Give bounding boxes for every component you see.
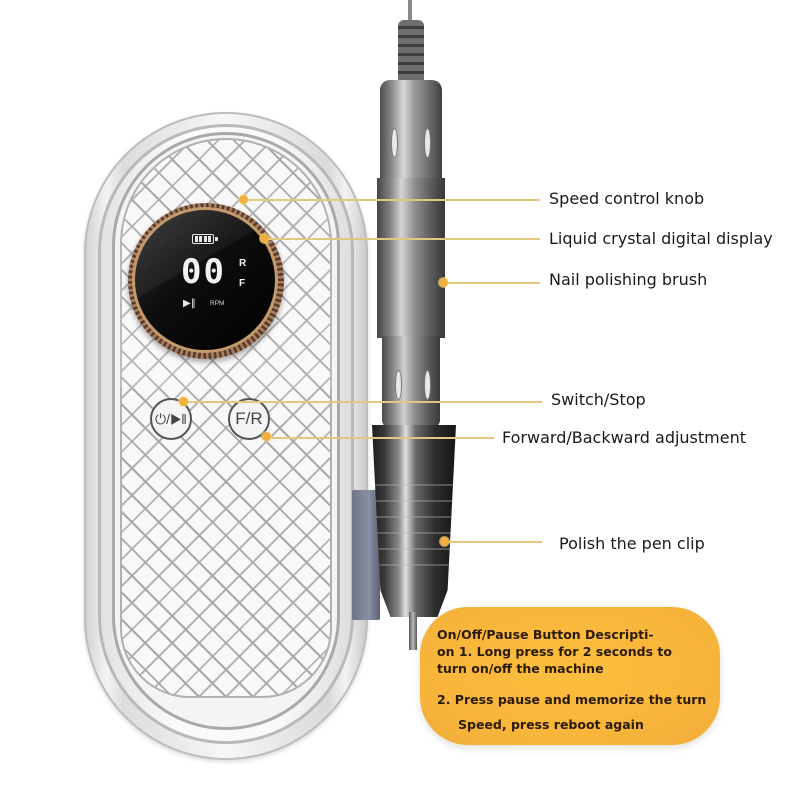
label-pen-clip: Polish the pen clip bbox=[559, 534, 705, 553]
button-description-box: On/Off/Pause Button Descripti- on 1. Lon… bbox=[420, 607, 720, 745]
label-nail-polishing-brush: Nail polishing brush bbox=[549, 270, 708, 289]
info-line-3: turn on/off the machine bbox=[437, 661, 604, 676]
power-play-pause-icon: ⏻/▶‖ bbox=[155, 410, 187, 427]
nail-polishing-brush bbox=[377, 178, 445, 338]
pen-clip-rings bbox=[373, 470, 455, 580]
callout-line-pen-clip bbox=[446, 541, 542, 543]
forward-reverse-label: F/R bbox=[235, 409, 263, 428]
forward-indicator: F bbox=[239, 278, 246, 289]
label-speed-control-knob: Speed control knob bbox=[549, 189, 705, 208]
callout-dot-pen-clip bbox=[440, 537, 449, 546]
pen-holder-bracket bbox=[352, 490, 380, 620]
callout-dot-lcd bbox=[260, 234, 269, 243]
callout-dot-forward-backward bbox=[262, 432, 271, 441]
battery-tip bbox=[215, 237, 218, 241]
callout-line-forward-backward bbox=[268, 437, 494, 439]
callout-line-speed-knob bbox=[243, 199, 540, 201]
info-line-2: on 1. Long press for 2 seconds to bbox=[437, 644, 672, 659]
info-line-5: Speed, press reboot again bbox=[458, 717, 644, 732]
rpm-unit-label: RPM bbox=[210, 300, 225, 307]
display-gloss bbox=[135, 210, 275, 350]
grip-slot bbox=[395, 370, 402, 400]
cable-strain-relief bbox=[398, 20, 424, 82]
callout-dot-speed-knob bbox=[239, 195, 248, 204]
lcd-display: 00 R F ▶‖ RPM bbox=[132, 207, 278, 353]
reverse-indicator: R bbox=[239, 258, 247, 269]
label-lcd-display: Liquid crystal digital display bbox=[549, 229, 773, 248]
label-switch-stop: Switch/Stop bbox=[551, 390, 646, 409]
battery-full-icon bbox=[192, 234, 214, 244]
label-forward-backward: Forward/Backward adjustment bbox=[502, 428, 747, 447]
speed-readout: 00 bbox=[181, 252, 226, 292]
callout-line-brush bbox=[446, 282, 540, 284]
info-line-4: 2. Press pause and memorize the turn bbox=[437, 692, 707, 707]
grip-slot bbox=[424, 370, 431, 400]
info-line-1: On/Off/Pause Button Descripti- bbox=[437, 627, 654, 642]
handpiece-top bbox=[380, 80, 442, 180]
power-cable bbox=[408, 0, 412, 24]
drill-bit bbox=[409, 612, 417, 650]
grip-slot bbox=[424, 128, 431, 158]
callout-dot-brush bbox=[439, 278, 448, 287]
callout-line-switch bbox=[184, 401, 542, 403]
pen-clip bbox=[372, 425, 456, 617]
callout-line-lcd bbox=[266, 238, 540, 240]
grip-slot bbox=[391, 128, 398, 158]
callout-dot-switch bbox=[179, 397, 188, 406]
play-pause-icon: ▶‖ bbox=[183, 298, 196, 309]
handpiece-neck bbox=[382, 336, 440, 428]
